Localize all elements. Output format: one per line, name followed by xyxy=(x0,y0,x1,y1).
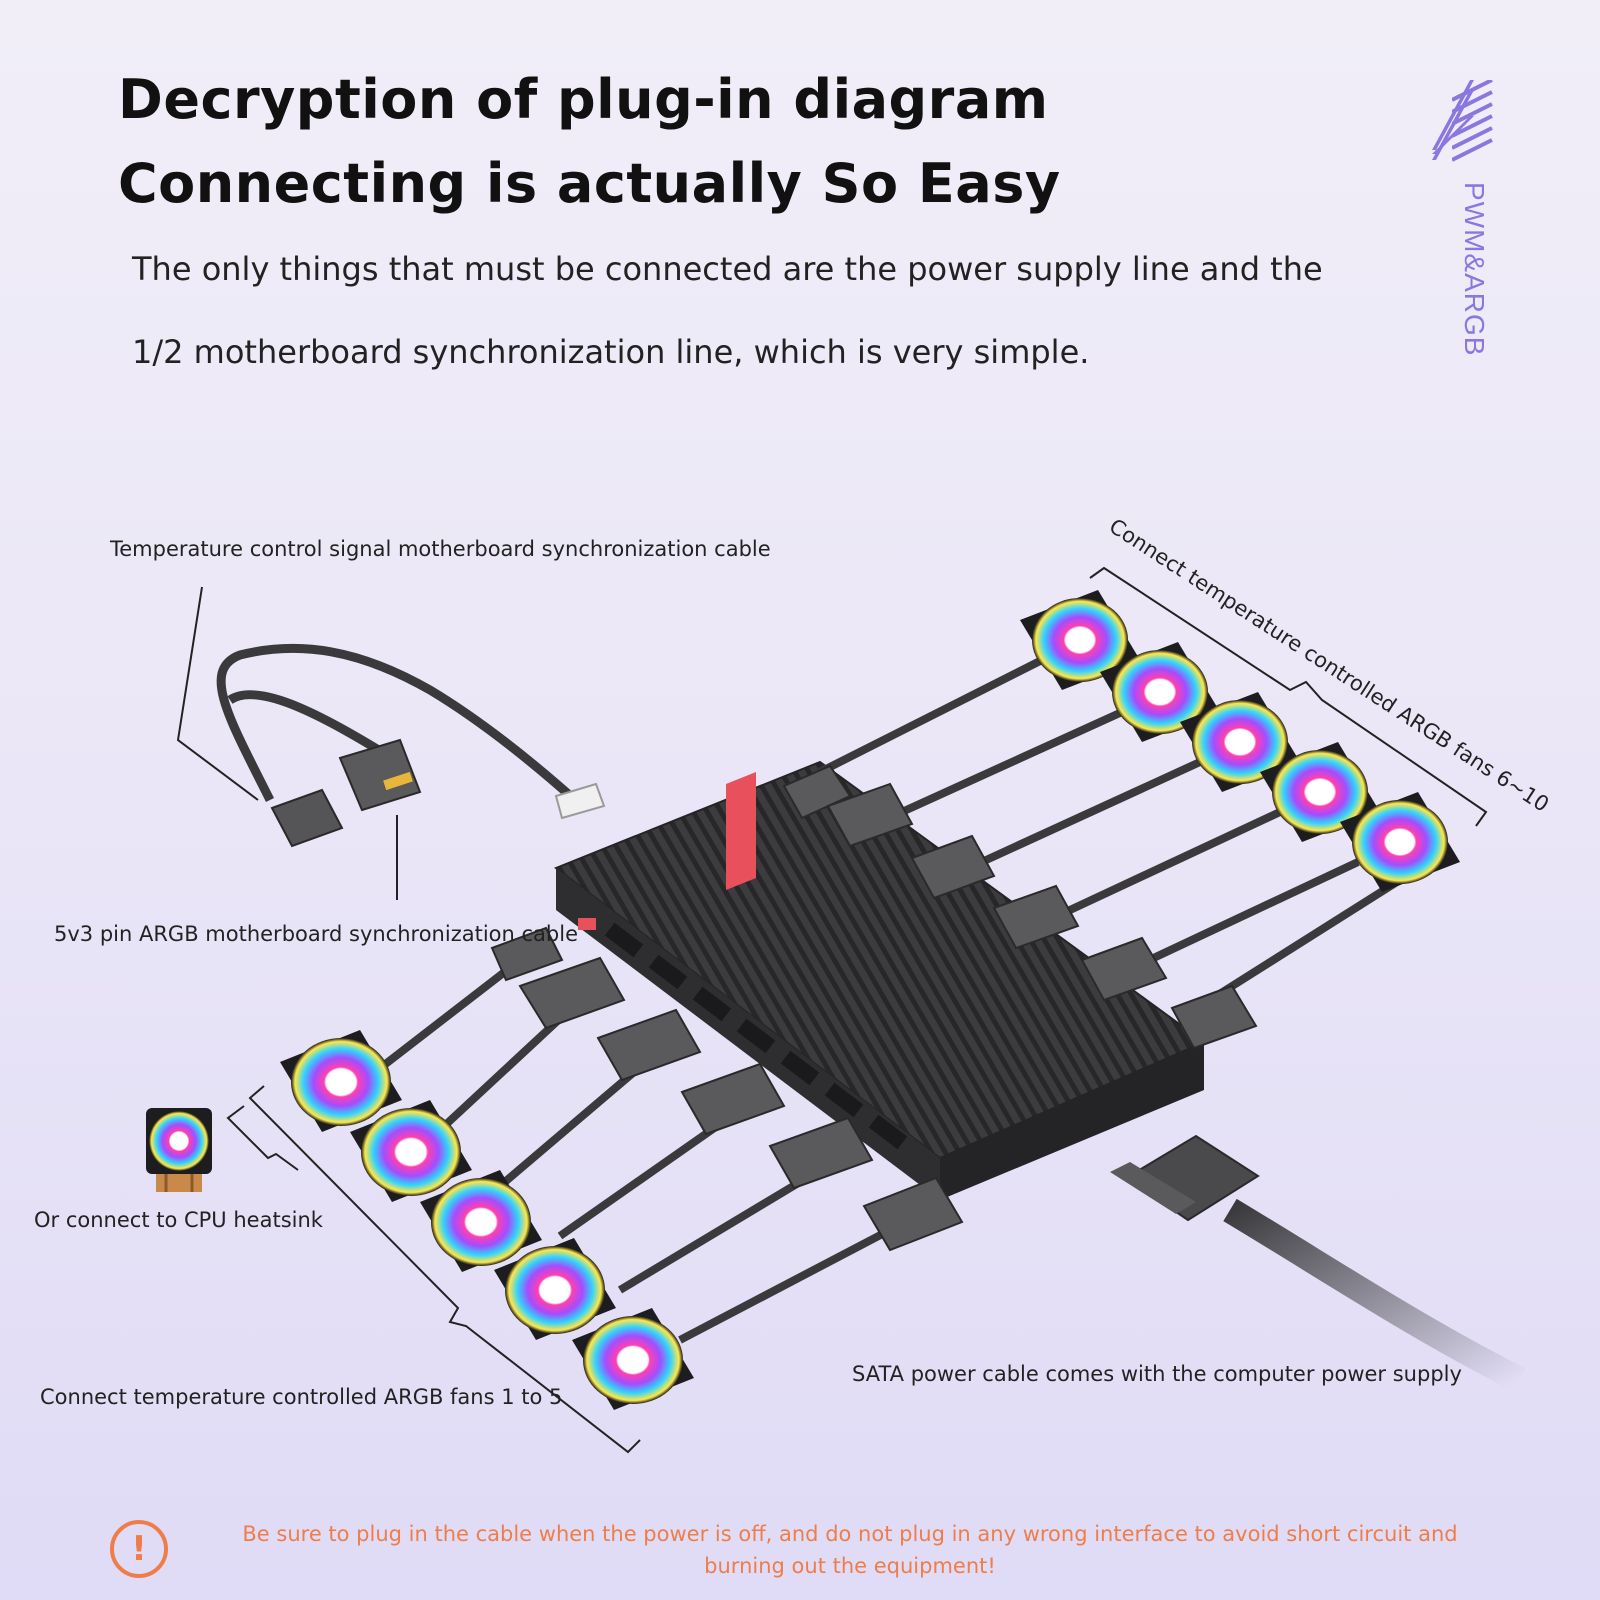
fan-8 xyxy=(1180,692,1300,792)
fan-4 xyxy=(494,1238,616,1340)
hub-accent-strip xyxy=(726,772,756,890)
lower-connectors xyxy=(490,926,964,1252)
warning-text: Be sure to plug in the cable when the po… xyxy=(200,1518,1500,1582)
page-title-line-1: Decryption of plug-in diagram xyxy=(118,68,1049,131)
exclamation-icon: ! xyxy=(110,1520,168,1578)
fan-6 xyxy=(1020,590,1140,690)
label-argb-sync-cable: 5v3 pin ARGB motherboard synchronization… xyxy=(54,922,578,946)
fan-10 xyxy=(1340,792,1460,892)
warning-line-1: Be sure to plug in the cable when the po… xyxy=(242,1522,1458,1546)
sync-cable xyxy=(216,643,606,848)
label-sata-cable: SATA power cable comes with the computer… xyxy=(852,1362,1462,1386)
argb-3pin-connector xyxy=(338,738,422,812)
fan-9 xyxy=(1260,742,1380,842)
fan-2 xyxy=(350,1100,472,1202)
stripes-icon xyxy=(1452,80,1493,162)
label-temp-control-cable: Temperature control signal motherboard s… xyxy=(110,537,771,561)
warning-notice: ! Be sure to plug in the cable when the … xyxy=(110,1518,1510,1588)
hub-red-port xyxy=(578,918,596,930)
label-fans-1-5: Connect temperature controlled ARGB fans… xyxy=(40,1385,563,1409)
cpu-heatsink xyxy=(146,1108,212,1192)
label-cpu-heatsink: Or connect to CPU heatsink xyxy=(34,1208,323,1232)
bracket-cpu xyxy=(226,1105,299,1171)
sata-power-cable xyxy=(1110,1134,1526,1392)
subtitle-line-2: 1/2 motherboard synchronization line, wh… xyxy=(132,333,1090,371)
pointer-lines xyxy=(176,586,398,900)
fans-6-10 xyxy=(1020,590,1460,892)
white-4pin-connector xyxy=(554,782,606,820)
fan-5 xyxy=(572,1308,694,1410)
fan-7 xyxy=(1100,642,1220,742)
warning-line-2: burning out the equipment! xyxy=(704,1554,996,1578)
fan-hub xyxy=(553,760,1206,1200)
bracket-fans-1-5 xyxy=(248,1085,641,1454)
upper-fan-cables xyxy=(818,656,1403,1004)
page-title-line-2: Connecting is actually So Easy xyxy=(118,152,1061,215)
fans-1-5 xyxy=(280,1030,694,1410)
fan-1 xyxy=(280,1030,402,1132)
bracket-fans-6-10 xyxy=(1089,566,1488,827)
side-tag-label: PWM&ARGB xyxy=(1459,182,1490,357)
upper-connectors xyxy=(782,764,1258,1050)
subtitle-line-1: The only things that must be connected a… xyxy=(132,250,1323,288)
fan-3 xyxy=(420,1170,542,1272)
fan-3pin-connector xyxy=(270,788,344,848)
